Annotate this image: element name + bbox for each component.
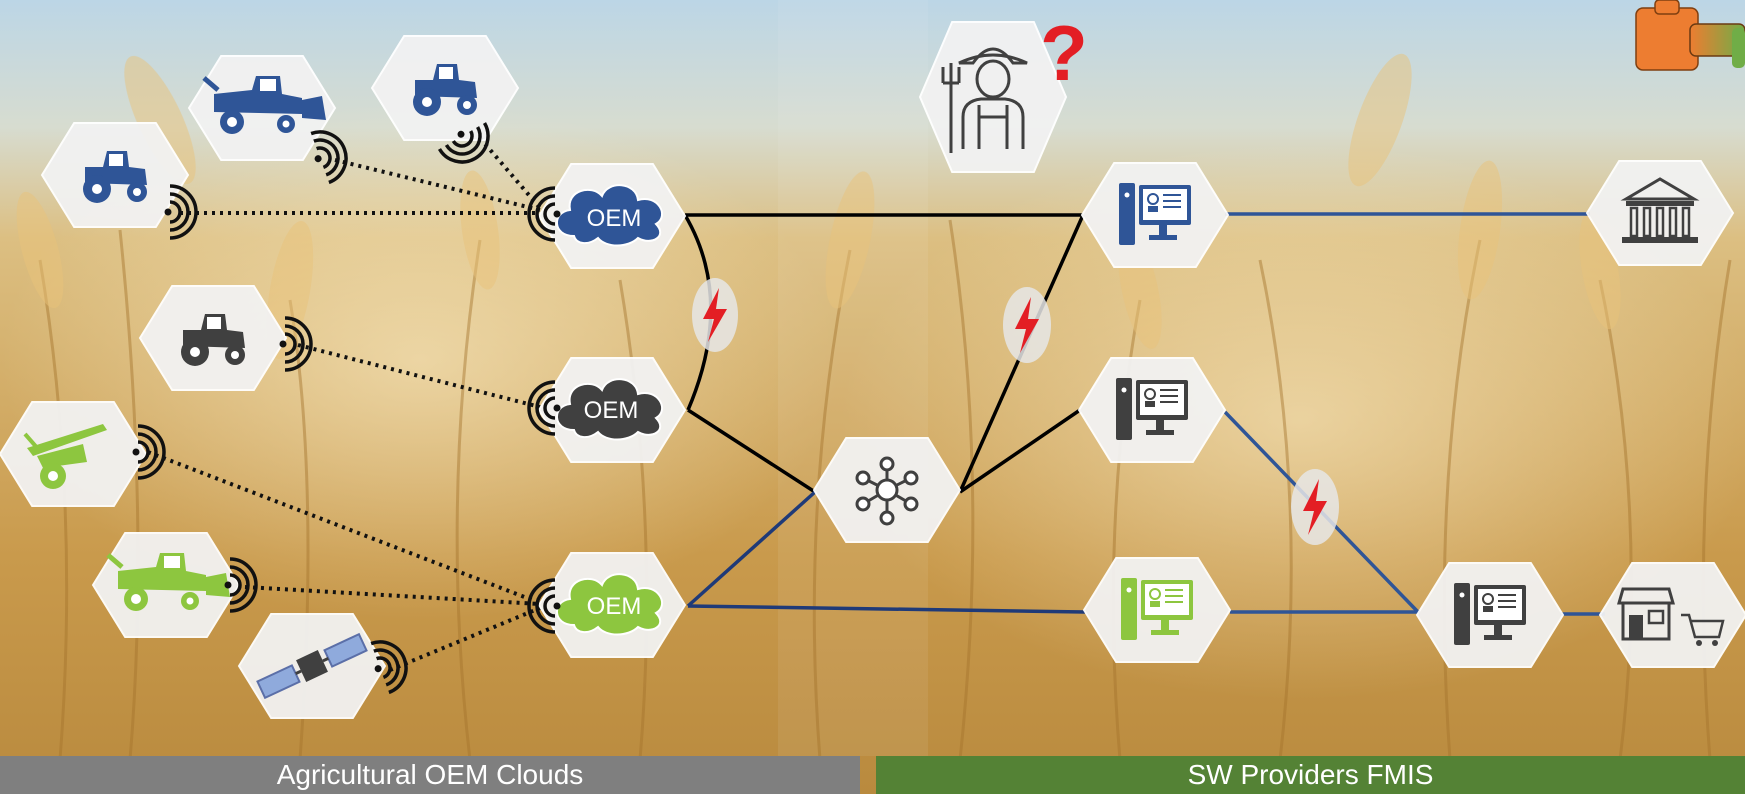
bank-icon [1620,177,1700,243]
tractor-icon [181,314,245,366]
hex-combine-green [91,532,241,638]
tractor-icon [83,151,147,203]
fmis-label: SW Providers FMIS [1187,759,1434,790]
hex-hub [812,437,962,543]
puzzle-icon [1635,0,1745,71]
lightning-icon [692,278,738,352]
computer-icon [1454,583,1526,645]
wireless-signal-icon [224,557,258,613]
hub-network-icon [855,456,919,526]
link-combine-blue [334,158,541,212]
computer-icon [1116,378,1188,440]
hex-computer-blue [1080,162,1230,268]
combine-harvester-icon [106,553,230,611]
oem-clouds-bar: Agricultural OEM Clouds [0,756,860,794]
wireless-signal-icon [279,316,313,372]
hex-oem-green [537,552,687,658]
lightning-icon [1291,469,1339,545]
hex-computer-grey [1077,357,1227,463]
oem-labels: OEM OEM OEM [584,205,642,620]
oem-label-blue: OEM [587,205,642,232]
oem-label-green: OEM [587,593,642,620]
oem-cloud-icon [556,573,663,636]
computer-icon [1119,183,1191,245]
wireless-signal-icon [164,184,198,240]
wireless-signal-icon [437,122,490,164]
hex-computer-right [1415,562,1565,668]
lightning-icon [1003,287,1051,363]
hex-tractor-blue-top [370,35,520,141]
hex-tractor-grey [138,285,288,391]
oem-cloud-icon [556,378,663,441]
tractor-icon [413,64,477,116]
satellite-icon [256,632,368,700]
link-sprayer-green [147,450,541,605]
wireless-links [147,136,542,672]
sprayer-icon [23,424,107,489]
oem-cloud-icon [556,184,663,247]
lightning-markers [692,278,1339,545]
hex-shop [1598,562,1745,668]
hex-bank [1585,160,1735,266]
hex-oem-blue [537,163,687,269]
wireless-signal-icon [527,186,561,242]
computer-icon [1121,578,1193,640]
hex-farmer [918,21,1068,173]
question-mark-icon: ? [1040,9,1088,97]
fmis-bar: SW Providers FMIS [876,756,1745,794]
hex-oem-grey [537,357,687,463]
shop-cart-icon [1617,587,1725,646]
hex-tractor-blue [40,122,190,228]
link-satellite [389,606,541,672]
link-combine-green [244,585,541,606]
farmer-icon [941,47,1028,153]
hex-satellite [237,613,387,719]
wireless-signal-icon [527,380,561,436]
link-tractor-grey [297,343,541,409]
combine-harvester-icon [202,76,326,134]
oem-green-to-hub [686,490,817,608]
oem-label-grey: OEM [584,397,639,424]
wireless-signal-icon [370,640,408,695]
wireless-signal-icon [132,424,166,480]
oem-clouds-label: Agricultural OEM Clouds [276,759,584,790]
oem-grey-to-hub [687,408,816,494]
oem-green-to-computer-green [687,604,1086,614]
hub-to-computer-grey [959,408,1081,494]
hex-computer-green [1082,557,1232,663]
hex-sprayer-green [0,401,148,507]
hex-combine-blue [187,55,337,161]
wireless-signal-icon [527,578,561,634]
